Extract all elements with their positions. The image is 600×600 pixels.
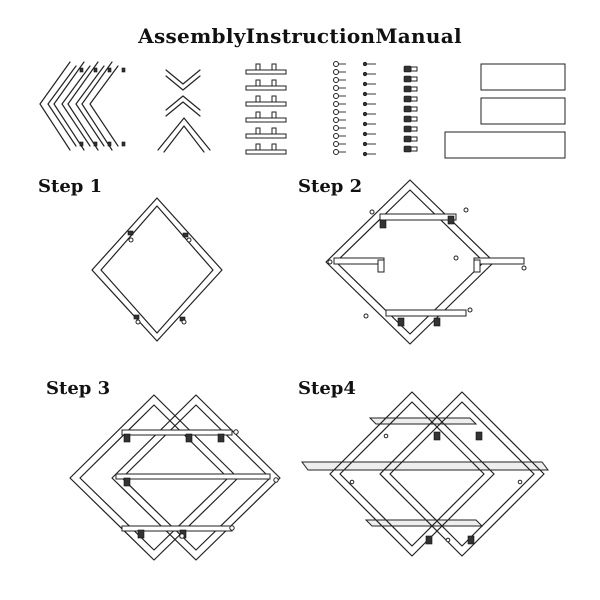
parts-v-frame-bars <box>39 61 126 151</box>
step-3-label: Step 3 <box>46 378 111 399</box>
step-1-label: Step 1 <box>38 176 103 197</box>
parts-screws <box>333 61 347 155</box>
step-4-diagram <box>301 391 549 557</box>
step-2-label: Step 2 <box>298 176 363 197</box>
parts-brackets <box>245 63 287 155</box>
step-3-diagram <box>69 394 281 561</box>
step-2-diagram <box>325 179 527 345</box>
parts-nails <box>362 61 377 157</box>
step-1-diagram <box>91 197 223 342</box>
manual-title: AssemblyInstructionManual <box>138 24 462 48</box>
parts-anchors <box>403 65 418 153</box>
parts-shelf-boards <box>444 63 566 159</box>
step-4-label: Step4 <box>298 378 356 399</box>
parts-v-connectors <box>157 69 211 153</box>
